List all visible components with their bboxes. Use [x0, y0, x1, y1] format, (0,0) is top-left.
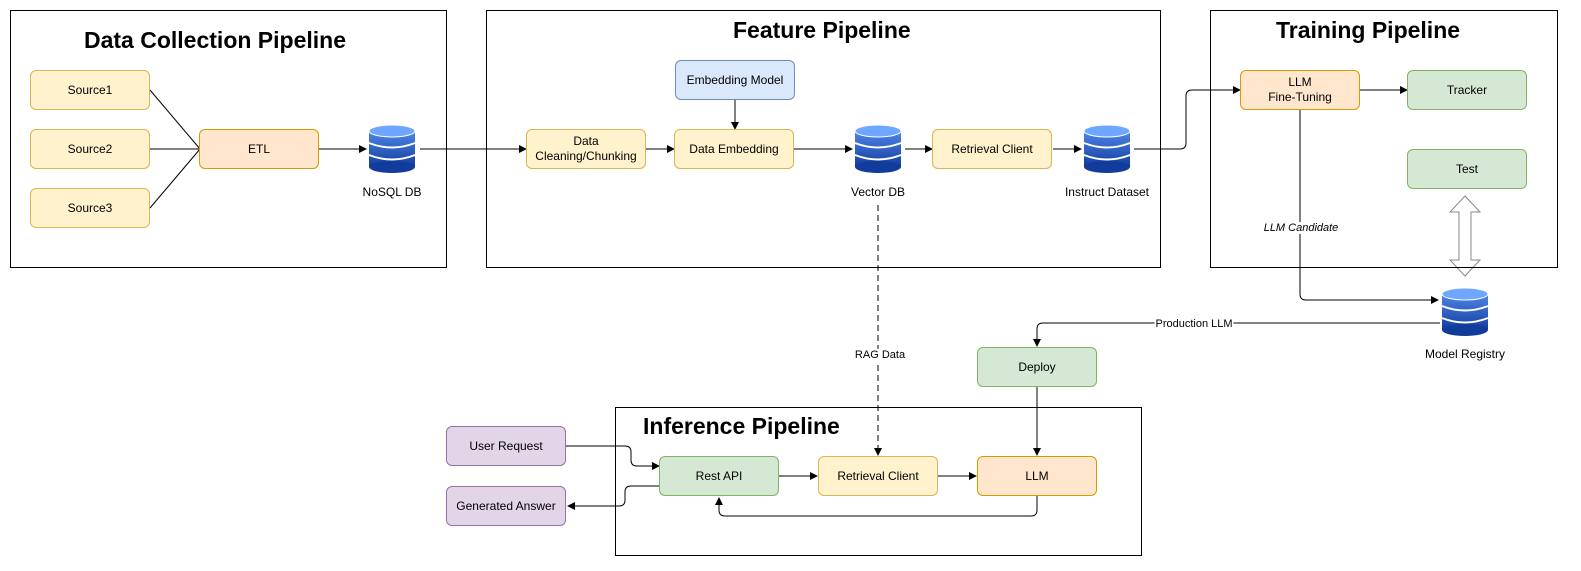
source2-node[interactable]: Source2 — [30, 129, 150, 169]
llm-finetuning-node[interactable]: LLM Fine-Tuning — [1240, 70, 1360, 110]
edge-registry-deploy — [1033, 322, 1440, 347]
embedding-model-node[interactable]: Embedding Model — [675, 60, 795, 100]
instruct-dataset-label: Instruct Dataset — [1064, 185, 1150, 199]
data-collection-container — [10, 10, 447, 268]
tracker-node[interactable]: Tracker — [1407, 70, 1527, 110]
model-registry-icon[interactable] — [1440, 288, 1490, 336]
edge-request-restapi — [566, 445, 660, 470]
llm-node[interactable]: LLM — [977, 456, 1097, 496]
user-request-node[interactable]: User Request — [446, 426, 566, 466]
data-cleaning-node[interactable]: Data Cleaning/Chunking — [526, 129, 646, 169]
training-title: Training Pipeline — [1276, 17, 1461, 43]
vector-db-label: Vector DB — [850, 185, 906, 199]
generated-answer-node[interactable]: Generated Answer — [446, 486, 566, 526]
instruct-dataset-icon[interactable] — [1082, 125, 1132, 173]
etl-node[interactable]: ETL — [199, 129, 319, 169]
retrieval-client-inference-node[interactable]: Retrieval Client — [818, 456, 938, 496]
edge-finetuning-registry — [1299, 110, 1439, 304]
inference-title: Inference Pipeline — [643, 413, 840, 439]
edge-source1-etl — [149, 89, 201, 150]
rest-api-node[interactable]: Rest API — [659, 456, 779, 496]
source3-node[interactable]: Source3 — [30, 188, 150, 228]
edge-llm-restapi — [715, 496, 1038, 517]
nosql-db-icon[interactable] — [367, 125, 417, 173]
edge-restapi-answer — [567, 485, 659, 510]
feature-container — [486, 10, 1161, 268]
test-node[interactable]: Test — [1407, 149, 1527, 189]
model-registry-label: Model Registry — [1424, 347, 1506, 361]
rag-data-label: RAG Data — [853, 349, 907, 361]
production-llm-label: Production LLM — [1154, 318, 1234, 330]
retrieval-client-feature-node[interactable]: Retrieval Client — [932, 129, 1052, 169]
training-container — [1210, 10, 1558, 268]
edge-instruct-finetuning — [1134, 86, 1241, 150]
vector-db-icon[interactable] — [853, 125, 903, 173]
deploy-node[interactable]: Deploy — [977, 347, 1097, 387]
source1-node[interactable]: Source1 — [30, 70, 150, 110]
feature-title: Feature Pipeline — [733, 17, 911, 43]
nosql-db-label: NoSQL DB — [362, 185, 422, 199]
data-collection-title: Data Collection Pipeline — [84, 27, 346, 53]
inference-container — [615, 407, 1142, 556]
test-registry-double-arrow — [1448, 195, 1482, 277]
edge-source3-etl — [149, 148, 201, 209]
llm-candidate-label: LLM Candidate — [1262, 222, 1340, 234]
data-embedding-node[interactable]: Data Embedding — [674, 129, 794, 169]
